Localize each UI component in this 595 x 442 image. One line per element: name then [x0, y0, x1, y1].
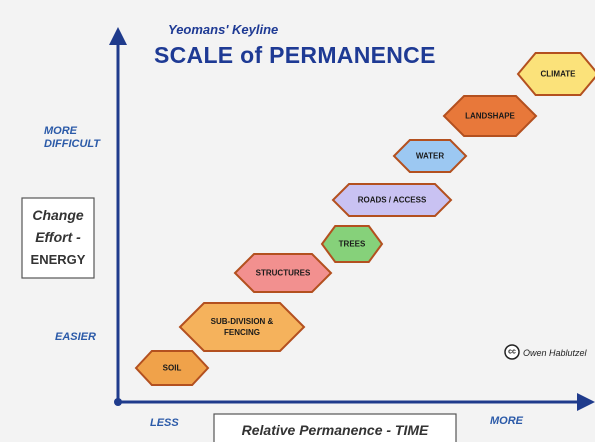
label-sub-division-fencing-line2: FENCING	[224, 328, 260, 337]
x-axis-box-label: Relative Permanence - TIME	[242, 422, 429, 438]
label-structures: STRUCTURES	[256, 269, 311, 278]
y-axis-top-label-line1: MORE	[44, 125, 78, 137]
label-roads-access: ROADS / ACCESS	[358, 196, 427, 205]
label-landshape: LANDSHAPE	[465, 112, 515, 121]
permanence-items: SOIL SUB-DIVISION & FENCING STRUCTURES TREES…	[134, 52, 595, 386]
hexagon-structures	[233, 253, 333, 293]
item-sub-division-fencing: SUB-DIVISION & FENCING	[178, 302, 306, 352]
hexagon-water	[392, 139, 468, 173]
y-axis-bottom-label: EASIER	[55, 331, 96, 343]
label-sub-division-fencing-line1: SUB-DIVISION &	[211, 317, 274, 326]
hexagon-sub-division-fencing	[178, 302, 306, 352]
cc-icon	[504, 344, 520, 360]
x-axis-label-box	[213, 413, 457, 442]
cc-icon-text: cc	[508, 349, 516, 356]
hexagon-soil	[134, 350, 210, 386]
label-trees: TREES	[339, 240, 366, 249]
item-soil: SOIL	[134, 350, 210, 386]
axis-origin-dot	[114, 398, 122, 406]
item-trees: TREES	[320, 225, 384, 263]
x-axis-left-label: LESS	[150, 417, 179, 429]
hexagon-landshape	[442, 95, 538, 137]
x-axis-right-label: MORE	[490, 415, 524, 427]
item-landshape: LANDSHAPE	[442, 95, 538, 137]
item-water: WATER	[392, 139, 468, 173]
diagram-title: SCALE of PERMANENCE	[154, 42, 436, 68]
hexagon-roads-access	[331, 183, 453, 217]
y-axis-box-line3: ENERGY	[31, 252, 86, 267]
y-axis-top-label-line2: DIFFICULT	[44, 138, 101, 150]
hexagon-trees	[320, 225, 384, 263]
label-climate: CLIMATE	[541, 70, 577, 79]
item-structures: STRUCTURES	[233, 253, 333, 293]
credit-text: Owen Hablutzel	[523, 348, 588, 358]
item-roads-access: ROADS / ACCESS	[331, 183, 453, 217]
label-water: WATER	[416, 152, 445, 161]
y-axis-box-line1: Change	[32, 207, 84, 223]
subtitle: Yeomans' Keyline	[168, 22, 278, 37]
y-axis-label-box	[21, 197, 95, 279]
label-soil: SOIL	[163, 364, 182, 373]
hexagon-climate	[516, 52, 595, 96]
item-climate: CLIMATE	[516, 52, 595, 96]
y-axis-box-line2: Effort -	[35, 229, 81, 245]
credit: cc Owen Hablutzel	[504, 344, 588, 360]
